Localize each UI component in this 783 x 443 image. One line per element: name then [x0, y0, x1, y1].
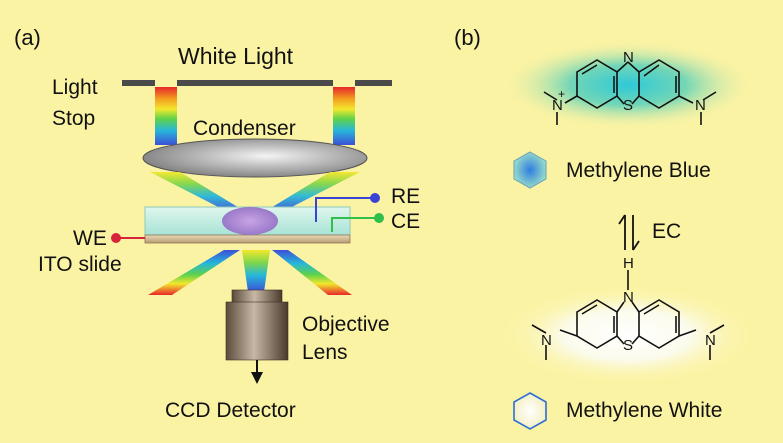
- methylene-white-hex-icon: [513, 392, 547, 430]
- methylene-white-label: Methylene White: [566, 399, 723, 422]
- ito-slide-label: ITO slide: [38, 253, 122, 276]
- methylene-white-glow: [500, 285, 756, 385]
- methylene-blue-label: Methylene Blue: [566, 159, 711, 182]
- mb-atom-n-right: N: [695, 97, 706, 114]
- re-electrode: [315, 193, 380, 222]
- sample-droplet: [222, 207, 278, 235]
- left-scattered-cone: [148, 250, 240, 295]
- panel-a-label: (a): [14, 25, 41, 50]
- condenser-lens: [142, 138, 368, 178]
- objective-lens-label-line2: Lens: [302, 341, 348, 364]
- mw-atom-n-left: N: [541, 332, 552, 349]
- mb-plus-sign: +: [558, 87, 565, 101]
- left-incident-cone: [150, 172, 246, 212]
- methylene-white-structure: [531, 270, 725, 360]
- light-stop: [122, 79, 392, 87]
- ccd-detector-label: CCD Detector: [165, 399, 296, 422]
- collected-light: [242, 250, 270, 292]
- ito-slide: [144, 234, 351, 244]
- mw-atom-n: N: [623, 289, 634, 306]
- white-light-label: White Light: [178, 43, 294, 69]
- mb-atom-n: N: [623, 49, 634, 66]
- ce-label: CE: [391, 210, 421, 233]
- mw-atom-s: S: [623, 337, 633, 354]
- objective-lens: [225, 289, 289, 361]
- reversible-reaction-arrows: [618, 214, 640, 251]
- ec-label: EC: [652, 220, 682, 243]
- light-stop-label-line1: Light: [52, 76, 98, 99]
- light-stop-label-line2: Stop: [52, 107, 96, 130]
- we-label: WE: [73, 227, 107, 250]
- we-electrode: [111, 233, 145, 243]
- mw-atom-n-right: N: [705, 332, 716, 349]
- methylene-blue-hex-icon: [513, 151, 547, 189]
- right-light-column: [333, 87, 355, 145]
- methylene-blue-glow: [500, 40, 756, 130]
- mb-atom-n-plus: N: [552, 97, 563, 114]
- mb-atom-s: S: [623, 97, 633, 114]
- right-scattered-cone: [272, 250, 352, 295]
- objective-lens-label-line1: Objective: [302, 313, 390, 336]
- condenser-label: Condenser: [193, 117, 296, 140]
- right-incident-cone: [264, 172, 360, 212]
- ce-electrode: [331, 213, 384, 232]
- panel-b-label: (b): [454, 25, 481, 50]
- re-label: RE: [391, 185, 421, 208]
- methylene-blue-structure: [543, 59, 717, 125]
- mw-atom-h: H: [623, 255, 634, 272]
- left-light-column: [155, 87, 177, 145]
